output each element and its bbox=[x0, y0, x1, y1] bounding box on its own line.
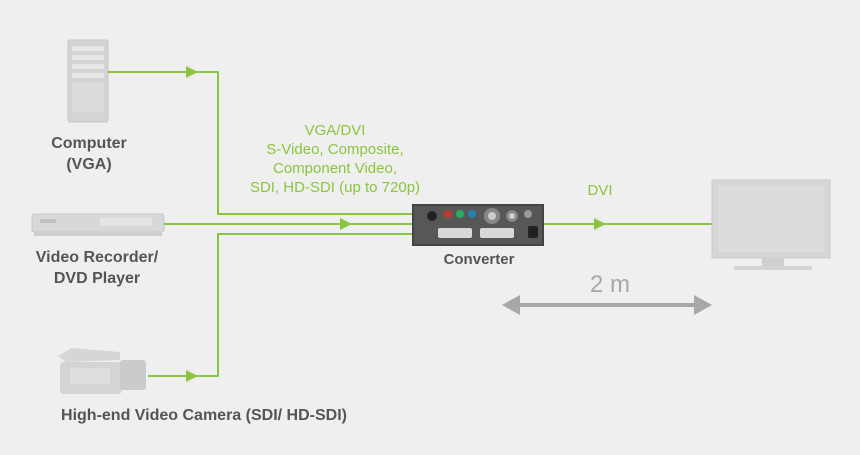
video-camera-icon bbox=[58, 348, 146, 394]
computer-label-line1: Computer bbox=[51, 135, 127, 152]
arrow-icon bbox=[594, 218, 606, 230]
camera-label: High-end Video Camera (SDI/ HD-SDI) bbox=[61, 407, 347, 424]
recorder-label: Video Recorder/ DVD Player bbox=[22, 247, 172, 289]
output-signal-label: DVI bbox=[587, 182, 613, 199]
input-signal-line: Component Video, bbox=[273, 160, 397, 177]
arrow-icon bbox=[340, 218, 352, 230]
arrow-heads bbox=[186, 66, 606, 382]
dvd-player-icon bbox=[31, 213, 165, 236]
computer-label: Computer (VGA) bbox=[34, 133, 144, 175]
input-signal-line: SDI, HD-SDI (up to 720p) bbox=[249, 179, 421, 196]
monitor-icon bbox=[711, 179, 831, 270]
computer-label-line2: (VGA) bbox=[66, 156, 112, 173]
computer-line bbox=[108, 71, 412, 215]
arrow-icon bbox=[186, 370, 198, 382]
converter-device-icon bbox=[412, 204, 544, 246]
recorder-label-line2: DVD Player bbox=[53, 270, 141, 287]
input-signal-line: VGA/DVI bbox=[304, 122, 366, 139]
signal-lines bbox=[108, 71, 712, 377]
recorder-label-line1: Video Recorder/ bbox=[35, 249, 159, 266]
camera-line bbox=[148, 233, 412, 377]
input-signal-line: S-Video, Composite, bbox=[266, 141, 404, 158]
distance-label: 2 m bbox=[589, 271, 630, 298]
input-signal-label: VGA/DVI S-Video, Composite, Component Vi… bbox=[220, 121, 450, 197]
computer-icon bbox=[67, 39, 109, 123]
distance-arrow-icon bbox=[502, 295, 712, 315]
arrow-icon bbox=[186, 66, 198, 78]
converter-label: Converter bbox=[443, 251, 515, 268]
